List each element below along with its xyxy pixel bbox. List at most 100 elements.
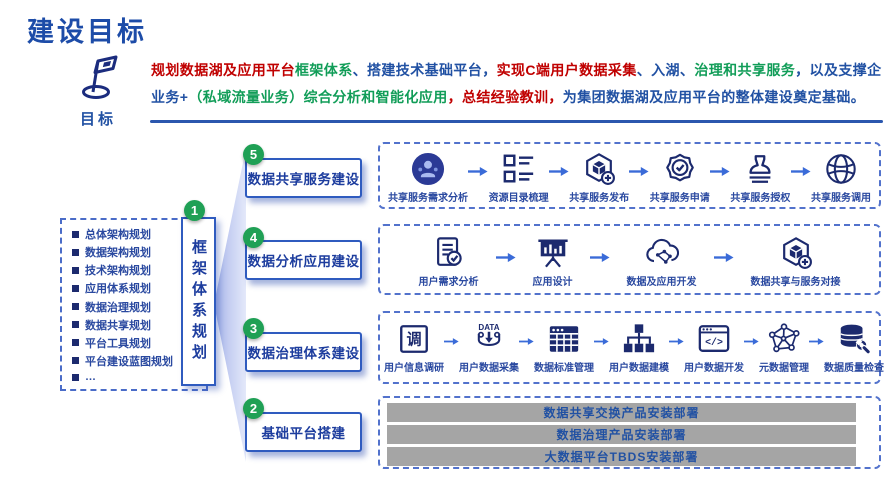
flow-step: DATA 用户数据采集 xyxy=(459,322,519,374)
phase-box-basic-platform: 基础平台搭建 xyxy=(245,412,362,452)
divider-line xyxy=(150,120,883,123)
flow-step-label: 数据共享与服务对接 xyxy=(750,277,841,288)
flow-step: 用户数据建模 xyxy=(609,322,669,374)
list-item: 数据治理规划 xyxy=(72,299,202,315)
phase-box-data-sharing-service: 数据共享服务建设 xyxy=(245,158,362,198)
flow-row-data-governance: 调 用户信息调研 DATA 用户数据采集 数据标准管理 用户数据建模 xyxy=(378,311,884,384)
step-badge-1: 1 xyxy=(184,200,205,221)
text-segment: 规划数据湖及应用平台 xyxy=(151,62,295,78)
square-bullet-icon xyxy=(72,248,79,256)
flow-step: 数据质量检查 xyxy=(824,322,884,374)
table-grid-icon xyxy=(547,322,581,356)
flow-row-platform-deployment: 数据共享交换产品安装部署 数据治理产品安装部署 大数据平台TBDS安装部署 xyxy=(378,396,881,469)
flow-step: 共享服务需求分析 xyxy=(388,152,468,204)
arrow-right-icon xyxy=(594,336,609,347)
deployment-bar: 大数据平台TBDS安装部署 xyxy=(387,447,856,466)
list-item-label: 平台工具规划 xyxy=(85,337,151,350)
badge-check-icon xyxy=(663,152,697,186)
flow-step-label: 用户信息调研 xyxy=(384,363,444,374)
deployment-bar: 数据共享交换产品安装部署 xyxy=(387,403,856,422)
square-bullet-icon xyxy=(72,230,79,238)
framework-box-label: 框架体系规划 xyxy=(190,238,207,365)
phase-box-data-governance: 数据治理体系建设 xyxy=(245,332,362,372)
data-funnel-icon: DATA xyxy=(477,323,501,346)
list-item: 总体架构规划 xyxy=(72,226,202,242)
list-item-label: 数据共享规划 xyxy=(85,319,151,332)
list-item-label: … xyxy=(85,371,96,383)
svg-text:调: 调 xyxy=(406,332,421,349)
arrow-right-icon xyxy=(496,252,516,263)
flow-step-label: 用户数据开发 xyxy=(684,363,744,374)
text-segment: 、搭建技术基础平台， xyxy=(352,62,497,78)
arrow-right-icon xyxy=(468,166,488,177)
text-segment: ，总结经验教训， xyxy=(447,89,563,105)
flow-step-label: 应用设计 xyxy=(532,277,573,288)
page-title: 建设目标 xyxy=(27,17,147,47)
flow-step: 共享服务授权 xyxy=(730,152,790,204)
square-bullet-icon xyxy=(72,373,79,381)
flow-step-label: 共享服务申请 xyxy=(649,193,710,204)
flow-step-label: 资源目录梳理 xyxy=(488,193,549,204)
flow-step: 元数据管理 xyxy=(759,322,809,374)
text-segment: 、入湖、 xyxy=(636,62,695,78)
flow-step-label: 用户数据采集 xyxy=(459,363,519,374)
arrow-right-icon xyxy=(809,336,824,347)
flow-step: 调 用户信息调研 xyxy=(384,322,444,374)
flow-step-label: 共享服务发布 xyxy=(569,193,630,204)
framework-box: 框架体系规划 xyxy=(181,217,216,386)
list-item: 数据架构规划 xyxy=(72,244,202,260)
text-segment: 实现C端用户数据采集 xyxy=(496,62,637,78)
list-item: 平台建设蓝图规划 xyxy=(72,353,202,369)
database-wrench-icon xyxy=(837,322,871,356)
text-segment: 治理和共享服务 xyxy=(694,62,796,78)
network-graph-icon xyxy=(767,322,801,356)
text-segment: 为集团数据湖及应用平台的整体建设奠定基础。 xyxy=(562,89,866,105)
flow-row-data-analysis: 用户需求分析 应用设计 数据及应用开发 数据共享与服务对接 xyxy=(378,224,881,295)
list-item: 应用体系规划 xyxy=(72,280,202,296)
arrow-right-icon xyxy=(669,336,684,347)
square-bullet-icon xyxy=(72,266,79,274)
flow-step-label: 用户数据建模 xyxy=(609,363,669,374)
flow-step-label: 共享服务授权 xyxy=(730,193,791,204)
goal-description-line2: 业务+（私域流量业务）综合分析和智能化应用，总结经验教训，为集团数据湖及应用平台… xyxy=(151,84,882,111)
flow-step-label: 数据及应用开发 xyxy=(626,277,697,288)
flow-step: 资源目录梳理 xyxy=(489,152,549,204)
flow-step: 数据及应用开发 xyxy=(627,236,697,288)
step-badge-5: 5 xyxy=(243,144,264,165)
catalog-list-icon xyxy=(502,152,536,186)
text-segment: （私域流量业务）综合分析和智能化应用 xyxy=(188,89,448,105)
cloud-dev-icon xyxy=(645,236,679,270)
arrow-right-icon xyxy=(444,336,459,347)
goal-description: 规划数据湖及应用平台框架体系、搭建技术基础平台，实现C端用户数据采集、入湖、治理… xyxy=(151,57,882,111)
goal-description-line1: 规划数据湖及应用平台框架体系、搭建技术基础平台，实现C端用户数据采集、入湖、治理… xyxy=(151,57,882,84)
document-check-icon xyxy=(432,236,466,270)
flag-icon xyxy=(82,55,118,99)
flow-step: 共享服务申请 xyxy=(650,152,710,204)
phase-box-data-analysis-app: 数据分析应用建设 xyxy=(245,240,362,280)
flow-step: 数据共享与服务对接 xyxy=(751,236,841,288)
arrow-right-icon xyxy=(590,252,610,263)
text-segment: 业务+ xyxy=(151,89,189,105)
list-item-label: 应用体系规划 xyxy=(85,283,151,296)
arrow-right-icon xyxy=(629,166,649,177)
globe-icon xyxy=(824,152,858,186)
text-segment: ，以及支撑企 xyxy=(795,62,882,78)
presentation-chart-icon xyxy=(536,236,570,270)
arrow-right-icon xyxy=(710,166,730,177)
square-bullet-icon xyxy=(72,303,79,310)
list-item-label: 平台建设蓝图规划 xyxy=(85,355,173,368)
list-item: … xyxy=(72,371,202,383)
flow-step-label: 共享服务调用 xyxy=(810,193,871,204)
flow-row-data-sharing: 共享服务需求分析 资源目录梳理 共享服务发布 共享服务申请 共享服务授权 共享服… xyxy=(378,142,881,209)
list-item-label: 数据治理规划 xyxy=(85,301,151,314)
step-badge-4: 4 xyxy=(243,227,264,248)
flow-step: </> 用户数据开发 xyxy=(684,322,744,374)
square-bullet-icon xyxy=(72,339,79,347)
list-item-label: 技术架构规划 xyxy=(85,265,151,278)
goal-label: 目标 xyxy=(79,111,116,128)
square-bullet-icon xyxy=(72,321,79,329)
step-badge-3: 3 xyxy=(243,318,264,339)
flow-step-label: 共享服务需求分析 xyxy=(388,193,468,204)
text-segment: 框架体系 xyxy=(295,62,353,78)
goal-block: 目标 xyxy=(58,50,138,129)
